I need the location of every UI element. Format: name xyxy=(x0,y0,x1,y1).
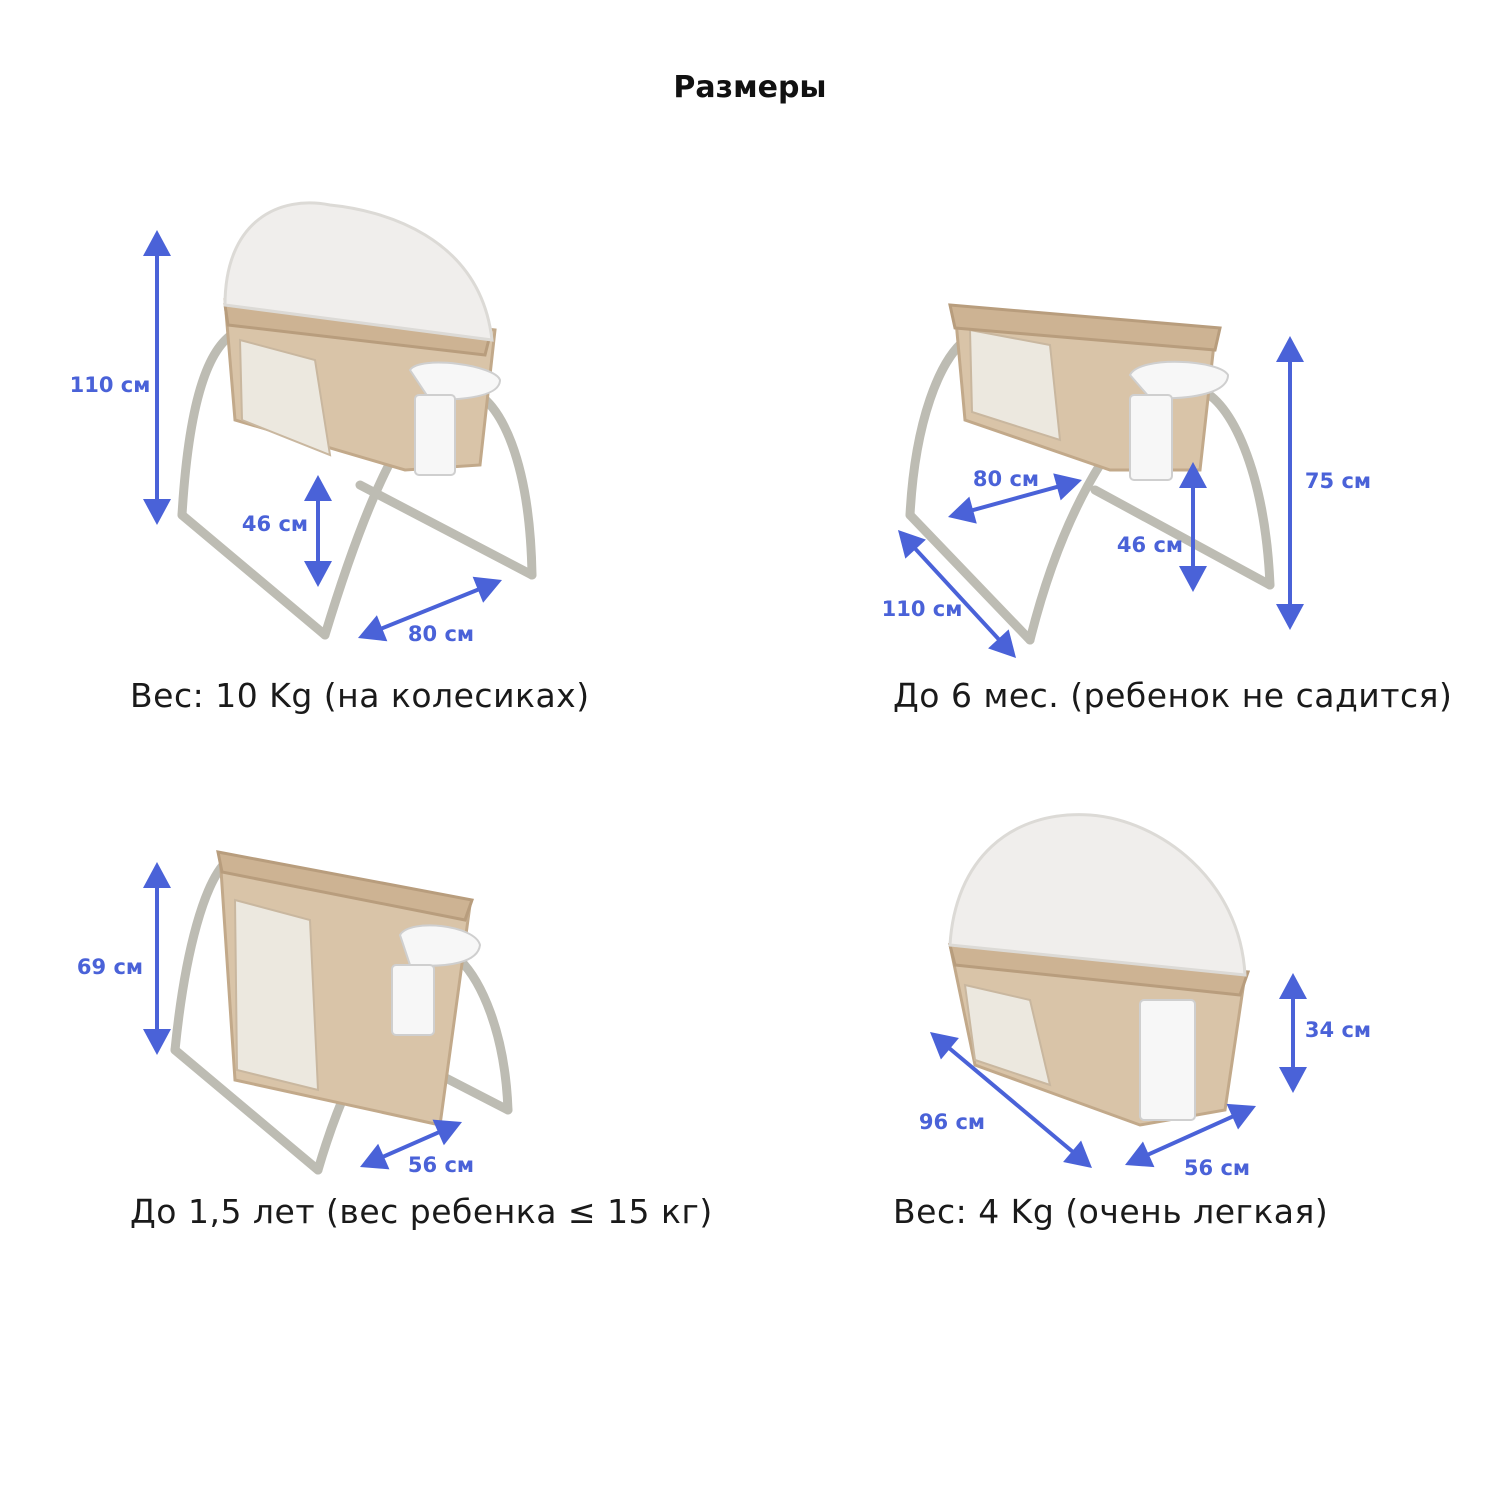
product-cradle-with-canopy-on-stand xyxy=(177,201,537,640)
arrowhead-icon xyxy=(1279,973,1307,999)
caption-age-up-to-1-5-years: До 1,5 лет (вес ребенка ≤ 15 кг) xyxy=(130,1192,713,1231)
arrow-shaft xyxy=(1143,1112,1238,1159)
arrowhead-icon xyxy=(360,1143,390,1170)
dimension-arrow xyxy=(930,1032,1092,1168)
arrowhead-icon xyxy=(988,629,1016,658)
arrowhead-icon xyxy=(1226,1103,1256,1130)
caption-weight-with-wheels: Вес: 10 Kg (на колесиках) xyxy=(130,676,590,715)
product-bassinet-with-canopy xyxy=(948,813,1251,1127)
arrowhead-icon xyxy=(358,615,388,642)
dimension-label-width: 80 см xyxy=(973,467,1039,491)
arrowhead-icon xyxy=(1125,1141,1155,1168)
dimension-arrow xyxy=(948,473,1082,524)
arrow-shaft xyxy=(378,1128,444,1161)
product-cot-on-stand xyxy=(170,850,513,1175)
arrowhead-icon xyxy=(1276,336,1304,362)
page-title: Размеры xyxy=(673,70,827,105)
arrowhead-icon xyxy=(1179,462,1207,488)
dimension-arrow xyxy=(1279,973,1307,1093)
arrowhead-icon xyxy=(1276,604,1304,630)
arrowhead-icon xyxy=(898,530,926,559)
caption-weight-light: Вес: 4 Kg (очень легкая) xyxy=(893,1192,1329,1231)
arrowhead-icon xyxy=(1179,566,1207,592)
dimension-arrow xyxy=(1125,1103,1256,1168)
arrowhead-icon xyxy=(930,1032,959,1060)
dimension-label-seat-height: 46 см xyxy=(1117,533,1183,557)
arrow-shaft xyxy=(910,543,1004,645)
dimension-arrows xyxy=(143,230,1307,1170)
dimension-label-width: 80 см xyxy=(408,622,474,646)
dimension-label-length: 96 см xyxy=(919,1110,985,1134)
dimension-arrow xyxy=(898,530,1016,658)
product-bassinet-on-stand xyxy=(905,303,1275,645)
dimension-arrow xyxy=(1179,462,1207,592)
arrowhead-icon xyxy=(143,862,171,888)
arrow-shaft xyxy=(944,1043,1078,1157)
dimension-arrow xyxy=(304,475,332,587)
dimension-arrow xyxy=(143,862,171,1055)
caption-age-up-to-6-months: До 6 мес. (ребенок не садится) xyxy=(893,676,1453,715)
arrowhead-icon xyxy=(143,230,171,256)
arrowhead-icon xyxy=(948,496,977,524)
dimension-label-width: 56 см xyxy=(1184,1156,1250,1180)
arrowhead-icon xyxy=(472,576,502,603)
dimension-label-height: 110 см xyxy=(70,373,151,397)
arrowhead-icon xyxy=(432,1119,462,1146)
dimension-arrow xyxy=(358,576,502,642)
dimension-arrow xyxy=(143,230,171,525)
arrow-shaft xyxy=(376,585,484,633)
arrowhead-icon xyxy=(1279,1067,1307,1093)
arrow-shaft xyxy=(967,483,1063,514)
arrowhead-icon xyxy=(143,499,171,525)
dimension-label-height: 34 см xyxy=(1305,1018,1371,1042)
arrowhead-icon xyxy=(304,561,332,587)
dimension-label-length: 110 см xyxy=(882,597,963,621)
dimension-label-height: 69 см xyxy=(77,955,143,979)
dimension-label-height: 75 см xyxy=(1305,469,1371,493)
arrowhead-icon xyxy=(1053,473,1082,501)
arrowhead-icon xyxy=(143,1029,171,1055)
dimension-arrow xyxy=(360,1119,462,1170)
arrowhead-icon xyxy=(1063,1140,1092,1168)
dimension-label-seat-height: 46 см xyxy=(242,512,308,536)
arrowhead-icon xyxy=(304,475,332,501)
dimension-arrow xyxy=(1276,336,1304,630)
dimension-label-width: 56 см xyxy=(408,1153,474,1177)
